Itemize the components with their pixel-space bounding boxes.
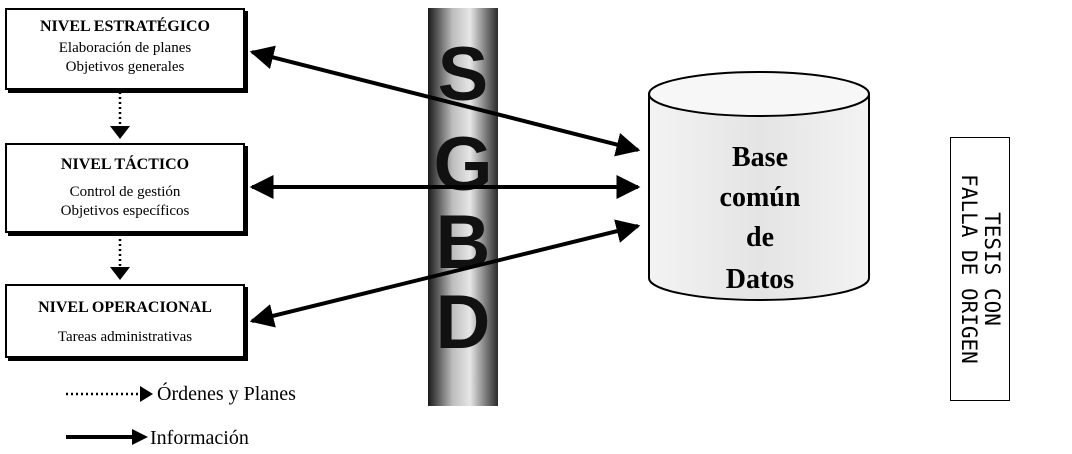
sgbd-letter-d: D <box>436 280 491 365</box>
info-arrow-strategic <box>249 45 641 157</box>
legend-dotted-arrowhead <box>140 386 153 402</box>
tactical-level-line-2: Objetivos específicos <box>60 202 190 219</box>
thesis-stamp-text: TESIS CON FALLA DE ORIGEN <box>951 138 1009 400</box>
thesis-stamp: TESIS CON FALLA DE ORIGEN <box>950 137 1010 401</box>
operational-level-line-1: Tareas administrativas <box>57 329 193 345</box>
strategic-level-title: NIVEL ESTRATÉGICO <box>40 18 210 35</box>
operational-level-title: NIVEL OPERACIONAL <box>38 299 212 316</box>
database-label-line-4: Datos <box>726 264 795 295</box>
info-arrow-operational <box>249 219 641 328</box>
database-cylinder <box>648 71 870 301</box>
order-arrowhead-2 <box>110 267 130 280</box>
database-label-line-2: común <box>720 182 801 213</box>
order-arrowhead-1 <box>110 126 130 139</box>
database-label-line-1: Base <box>732 142 788 173</box>
database-label-line-3: de <box>746 222 774 253</box>
thesis-stamp-line-2: FALLA DE ORIGEN <box>957 174 981 364</box>
strategic-level-box: NIVEL ESTRATÉGICO Elaboración de planes … <box>5 8 245 90</box>
sgbd-letter-g: G <box>433 122 492 207</box>
legend-orders-label: Órdenes y Planes <box>157 383 296 405</box>
thesis-stamp-line-1: TESIS CON <box>980 212 1005 326</box>
tactical-level-box: NIVEL TÁCTICO Control de gestión Objetiv… <box>5 143 245 233</box>
legend-solid-arrowhead <box>132 429 148 445</box>
strategic-level-line-2: Objetivos generales <box>65 58 185 75</box>
tactical-level-line-1: Control de gestión <box>69 184 181 200</box>
tactical-level-title: NIVEL TÁCTICO <box>60 156 190 173</box>
operational-level-box: NIVEL OPERACIONAL Tareas administrativas <box>5 284 245 358</box>
strategic-level-line-1: Elaboración de planes <box>58 40 192 56</box>
legend-information-label: Información <box>150 427 249 449</box>
